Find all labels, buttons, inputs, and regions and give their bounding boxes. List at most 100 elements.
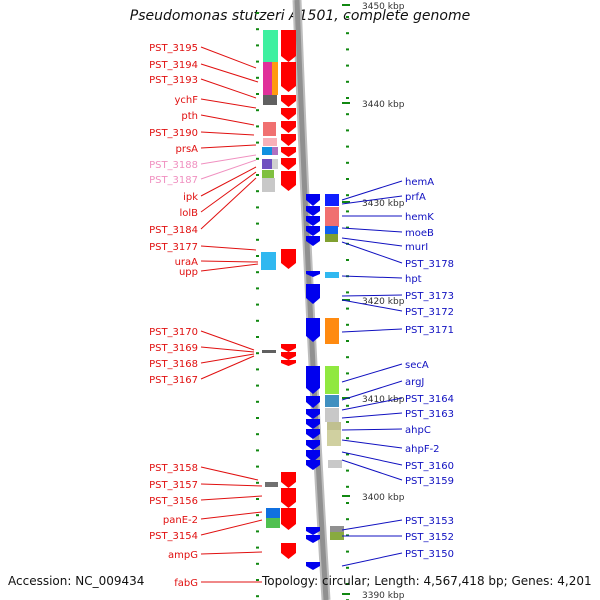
tick-dot-left [256,125,259,128]
reverse-gene-arrow [281,147,296,157]
feature-color-block [262,159,272,169]
scale-tick-label: 3390 kbp [362,591,405,600]
left-label-leader [200,159,257,180]
tick-dot-right [346,16,349,18]
right-label-leader [341,363,403,383]
scale-tick-mark [342,201,350,203]
tick-dot-right [346,388,349,391]
reverse-gene-arrow [281,472,296,488]
scale-tick-mark [342,102,350,104]
tick-dot-right [346,226,349,229]
tick-dot-right [346,210,349,213]
left-gene-label: PST_3157 [149,480,198,491]
left-label-leader [200,154,257,165]
left-gene-label: PST_3190 [149,128,198,139]
scale-tick-mark [342,593,350,595]
tick-dot-right [346,145,349,148]
forward-gene-arrow [306,206,320,216]
forward-gene-arrow [306,562,320,570]
tick-dot-left [256,76,259,79]
left-gene-label: pth [181,111,198,122]
reverse-gene-arrow [281,62,296,92]
feature-color-block [266,518,280,528]
left-gene-label: PST_3184 [149,225,198,236]
feature-color-block [325,366,339,394]
tick-dot-right [346,97,349,99]
left-label-leader [200,114,255,126]
tick-dot-right [346,178,349,180]
right-gene-label: PST_3171 [405,325,454,336]
forward-gene-arrow [306,409,320,419]
tick-dot-left [256,28,259,31]
tick-dot-right [346,340,349,342]
forward-gene-arrow [306,366,320,394]
tick-dot-left [256,352,259,355]
tick-dot-left [256,336,259,338]
feature-color-block [272,159,278,169]
tick-dot-right [346,534,349,537]
tick-dot-left [256,287,259,290]
forward-gene-arrow [306,535,320,543]
left-gene-label: panE-2 [163,515,198,526]
left-label-leader [200,171,257,213]
right-gene-label: murI [405,242,428,253]
tick-dot-right [346,372,349,375]
left-label-leader [200,511,263,520]
reverse-gene-arrow [281,360,296,366]
tick-dot-right [346,161,349,164]
feature-color-block [325,234,338,242]
reverse-gene-arrow [281,488,296,508]
left-gene-label: PST_3169 [149,343,198,354]
feature-color-block [261,252,276,270]
accession-text: Accession: NC_009434 [8,574,145,588]
tick-dot-right [346,421,349,423]
tick-dot-left [256,433,259,436]
right-label-leader [341,328,403,333]
right-label-leader [341,299,403,312]
right-label-leader [341,275,403,279]
tick-dot-left [256,255,259,257]
left-gene-label: PST_3188 [149,160,198,171]
right-gene-label: PST_3160 [405,461,454,472]
tick-dot-right [346,307,349,310]
forward-gene-arrow [306,226,320,236]
tick-dot-right [346,194,349,197]
right-gene-label: PST_3153 [405,516,454,527]
left-label-leader [200,166,257,197]
right-label-leader [341,195,403,205]
right-gene-label: PST_3163 [405,409,454,420]
left-gene-label: PST_3195 [149,43,198,54]
forward-gene-arrow [306,460,320,470]
scale-tick-label: 3410 kbp [362,395,405,405]
tick-dot-right [346,566,349,569]
right-gene-label: PST_3172 [405,307,454,318]
feature-color-block [266,508,280,518]
left-label-leader [200,483,263,487]
feature-color-block [325,318,339,344]
tick-dot-right [346,291,349,294]
reverse-gene-arrow [281,344,296,352]
tick-dot-left [256,206,259,209]
reverse-gene-arrow [281,543,296,559]
right-label-leader [341,439,403,449]
right-gene-label: prfA [405,192,426,203]
forward-gene-arrow [306,396,320,408]
left-label-leader [200,98,257,109]
tick-dot-left [256,190,259,193]
genome-summary-text: Topology: circular; Length: 4,567,418 bp… [262,574,592,588]
tick-dot-right [346,469,349,472]
tick-dot-left [256,465,259,468]
right-gene-label: ahpF-2 [405,444,440,455]
forward-gene-arrow [306,450,320,462]
right-gene-label: PST_3152 [405,532,454,543]
left-gene-label: PST_3168 [149,359,198,370]
tick-dot-right [346,129,349,132]
reverse-gene-arrow [281,171,296,191]
left-gene-label: PST_3167 [149,375,198,386]
feature-color-block [262,350,276,353]
left-gene-label: ampG [168,550,198,561]
tick-dot-left [256,514,259,517]
tick-dot-right [346,48,349,51]
left-label-leader [200,346,255,353]
